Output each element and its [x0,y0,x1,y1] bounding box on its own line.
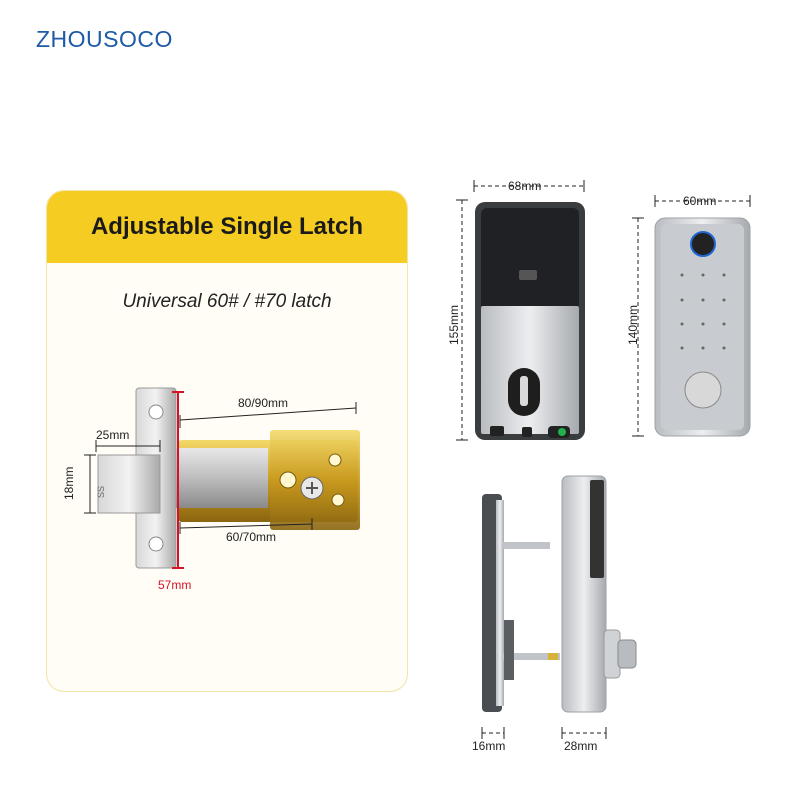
lock-side-view [482,475,637,713]
dim-bolt-length: 25mm [96,428,130,442]
brand-logo-text: ZHOUSOCO [36,26,173,52]
latch-bolt [97,454,161,514]
card-title: Adjustable Single Latch [47,191,407,263]
dim-interior-height: 140mm [626,304,640,345]
dim-exterior-thickness: 16mm [472,739,506,753]
dim-exterior-width: 68mm [508,179,542,193]
dim-backset: 80/90mm [238,396,289,410]
dim-faceplate-height: 57mm [158,578,192,592]
card-subtitle: Universal 60# / #70 latch [122,291,332,312]
exterior-panel-front [475,202,585,440]
faceplate-mark: SS [96,486,106,498]
dim-interior-width: 60mm [683,194,717,208]
keypad-panel-front [654,217,751,437]
dim-backset-short: 60/70mm [226,530,277,544]
latch-tube [168,448,268,508]
dim-bolt-height: 18mm [62,466,76,500]
dim-exterior-height: 155mm [447,304,461,345]
dim-interior-thickness: 28mm [564,739,598,753]
